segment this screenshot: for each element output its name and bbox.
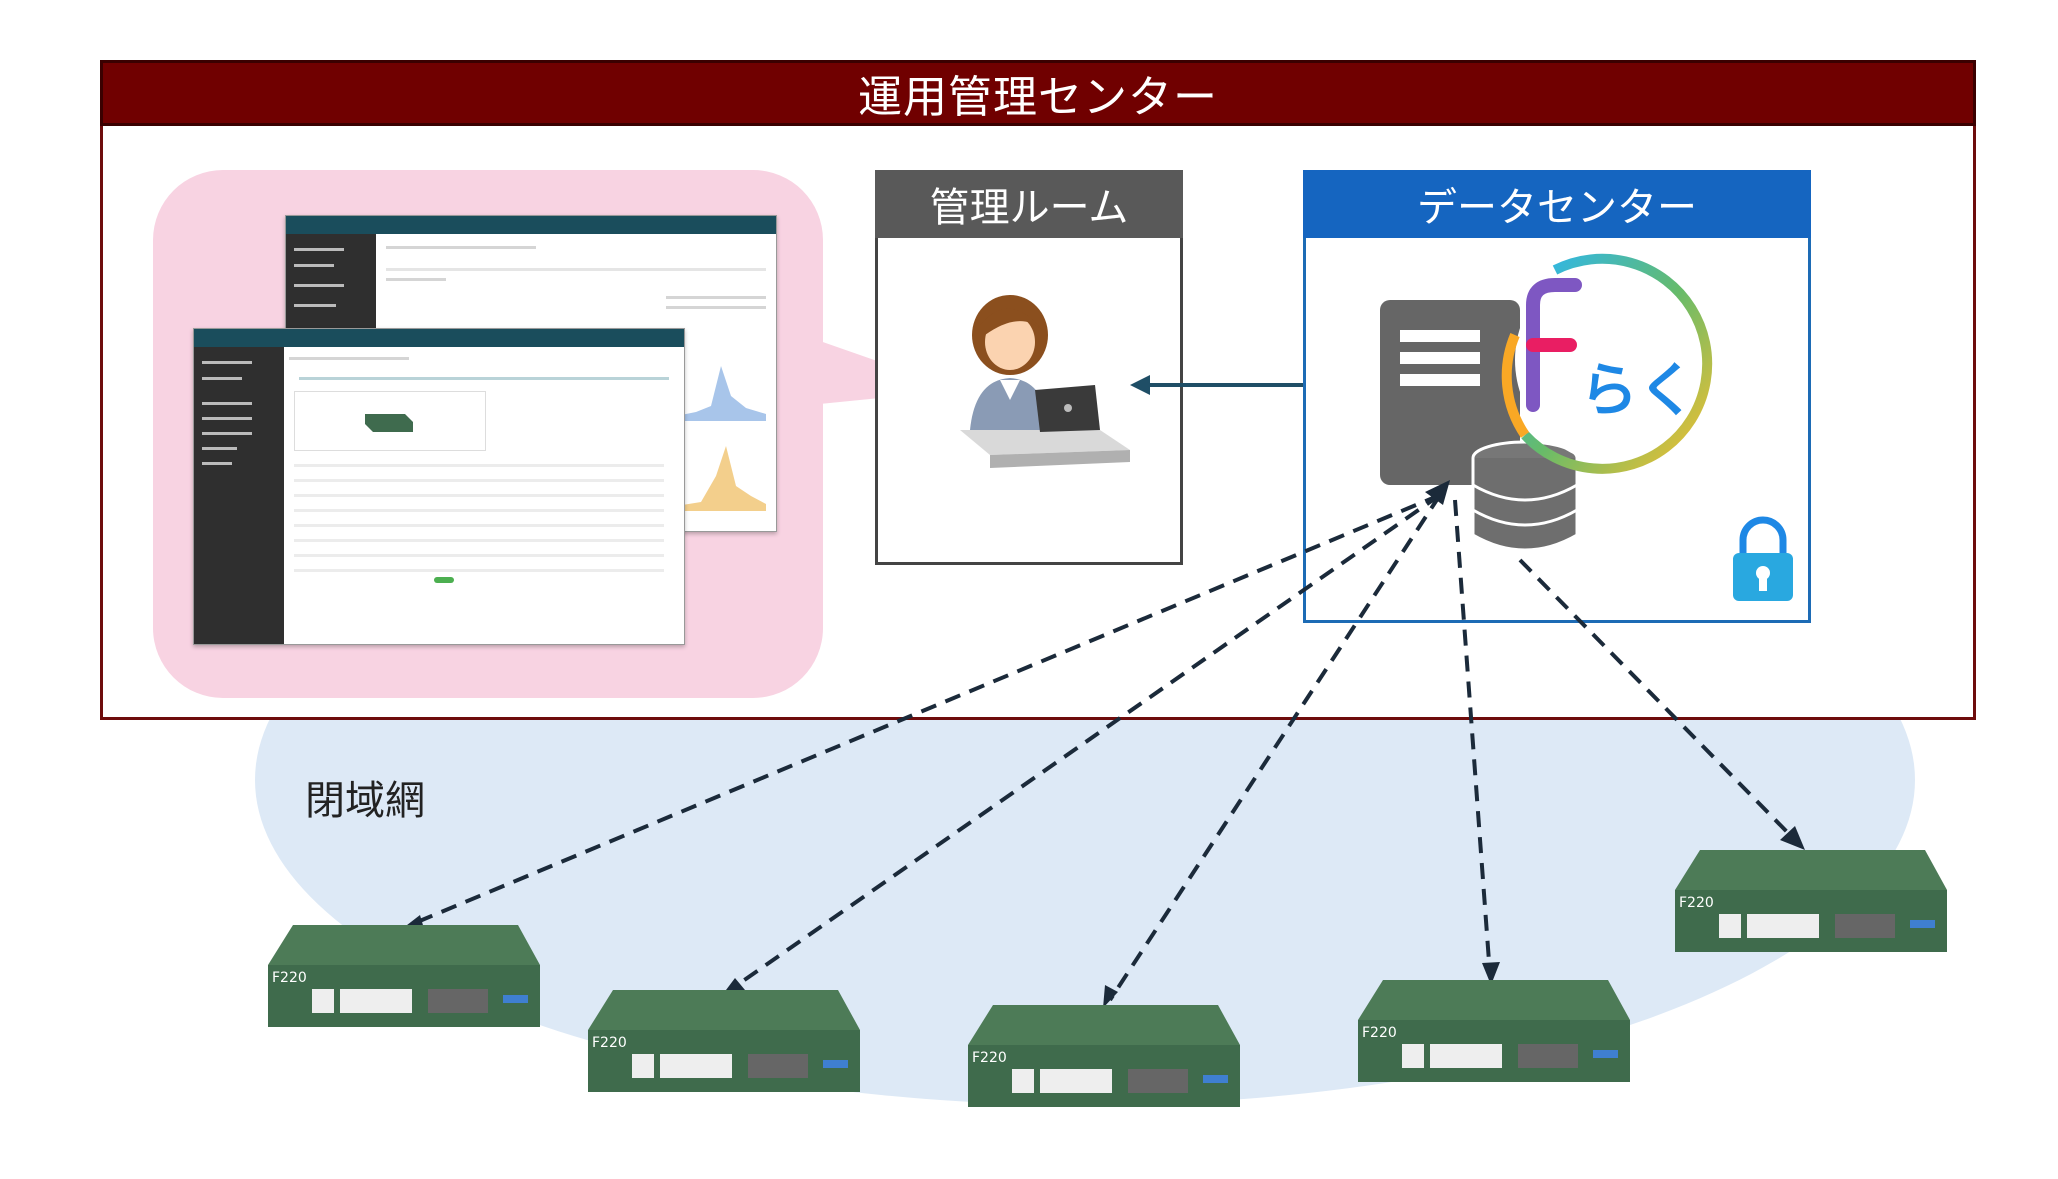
server-icon — [1380, 300, 1520, 485]
operations-center-title: 運用管理センター — [100, 60, 1976, 126]
arrow-device-5 — [1518, 558, 1797, 842]
router-device-icon: F220 — [968, 1005, 1243, 1119]
management-room-title: 管理ルーム — [875, 170, 1183, 238]
data-center-title: データセンター — [1303, 170, 1811, 238]
svg-text:F220: F220 — [1679, 895, 1714, 911]
arrow-device-4 — [1453, 499, 1492, 976]
arrow-device-1 — [409, 493, 1441, 927]
svg-text:F220: F220 — [272, 970, 307, 986]
router-device-icon: F220 — [1675, 850, 1950, 964]
arrow-device-3 — [1108, 493, 1442, 1002]
svg-text:F220: F220 — [592, 1035, 627, 1051]
arrow-device-2 — [728, 493, 1442, 992]
lock-icon — [1733, 516, 1793, 601]
svg-text:F220: F220 — [972, 1050, 1007, 1066]
svg-text:らく: らく — [1580, 356, 1696, 424]
app-window-inventory — [193, 328, 685, 645]
router-device-icon: F220 — [268, 925, 543, 1039]
router-device-icon: F220 — [1358, 980, 1633, 1094]
person-at-laptop-icon — [960, 295, 1130, 468]
closed-network-label: 閉域網 — [305, 778, 425, 824]
f-raku-logo: らく — [1501, 253, 1725, 474]
svg-text:F220: F220 — [1362, 1025, 1397, 1041]
router-device-icon: F220 — [588, 990, 863, 1104]
